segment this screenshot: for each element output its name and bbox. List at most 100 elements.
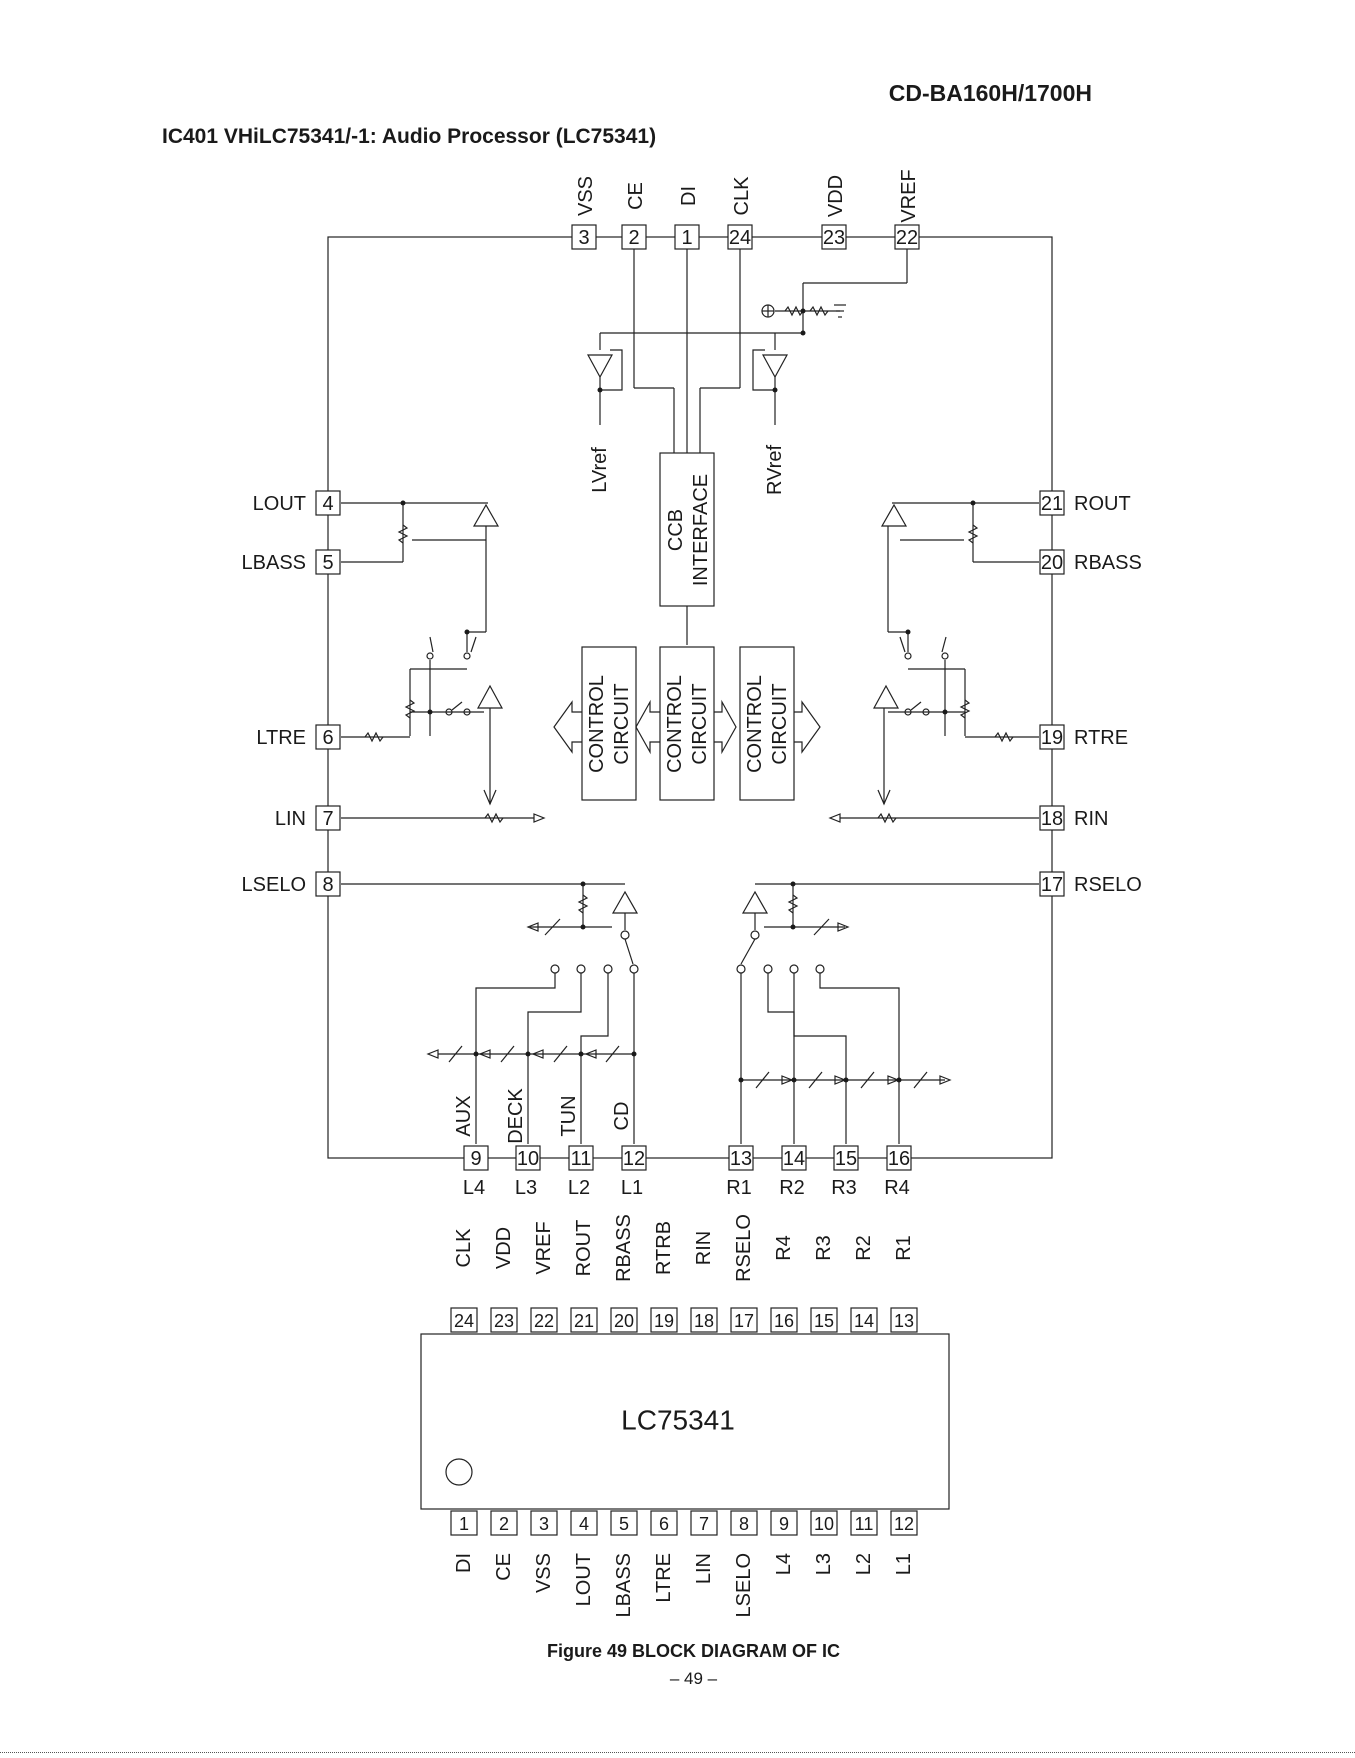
pin-number: 22 [534, 1311, 554, 1331]
package-pin-name: L4 [773, 1553, 795, 1575]
pin-name-ce: CE [625, 182, 647, 210]
pin-box-ce [490, 1510, 518, 1536]
pin-box-lselo [315, 871, 341, 897]
pin-number: 6 [322, 727, 333, 749]
pin-number: 13 [894, 1311, 914, 1331]
package-pin-name: LOUT [573, 1553, 595, 1606]
package-body [420, 1333, 950, 1510]
pin-name-r4: R4 [884, 1177, 910, 1199]
pin-number: 15 [835, 1148, 857, 1170]
pin-box-lselo [730, 1510, 758, 1536]
package-pin-name: DI [453, 1553, 475, 1573]
pin-box-r4 [770, 1307, 798, 1333]
control-circuit-block [581, 646, 637, 801]
pin-box-l2 [850, 1510, 878, 1536]
control-circuit-label: CONTROL [744, 675, 766, 773]
pin-box-r3 [810, 1307, 838, 1333]
package-name: LC75341 [621, 1405, 735, 1436]
pin-box-ce [621, 224, 647, 250]
bottom-divider [0, 1752, 1355, 1753]
pin-number: 23 [494, 1311, 514, 1331]
pin-box-rin [1039, 805, 1065, 831]
pin-box-lin [315, 805, 341, 831]
pin-box-lin [690, 1510, 718, 1536]
pin-number: 20 [1041, 552, 1063, 574]
pin-number: 9 [779, 1514, 789, 1534]
pin-box-rselo [730, 1307, 758, 1333]
control-circuit-label: CIRCUIT [769, 683, 791, 764]
pin-box-di [450, 1510, 478, 1536]
pin-number: 24 [729, 227, 751, 249]
pin-number: 24 [454, 1311, 474, 1331]
rvref-label: RVref [764, 445, 786, 495]
pin-box-r3 [833, 1145, 859, 1171]
pin-box-l1 [621, 1145, 647, 1171]
pin-name-lin: LIN [275, 808, 306, 830]
pin-name-lselo: LSELO [242, 874, 306, 896]
pin-box-l3 [515, 1145, 541, 1171]
control-circuit-block [739, 646, 795, 801]
pin-number: 6 [659, 1514, 669, 1534]
pin-number: 7 [322, 808, 333, 830]
ccb-label: INTERFACE [690, 474, 712, 586]
pin-name-vdd: VDD [825, 175, 847, 217]
pin-name-di: DI [678, 186, 700, 206]
pin-number: 13 [730, 1148, 752, 1170]
package-pin-name: CE [493, 1553, 515, 1581]
package-pin-name: LBASS [613, 1553, 635, 1617]
ic-section-title: IC401 VHiLC75341/-1: Audio Processor (LC… [162, 125, 657, 148]
pin-number: 10 [517, 1148, 539, 1170]
figure-caption: Figure 49 BLOCK DIAGRAM OF IC [546, 1641, 840, 1661]
pin-box-lbass [610, 1510, 638, 1536]
pin-number: 1 [459, 1514, 469, 1534]
pin-box-r2 [781, 1145, 807, 1171]
pin-box-vss [530, 1510, 558, 1536]
pin-box-rbass [610, 1307, 638, 1333]
pin-box-rselo [1039, 871, 1065, 897]
package-pin-name: RTRB [653, 1221, 675, 1275]
package-pin-name: RIN [693, 1231, 715, 1265]
pin-name-r2: R2 [779, 1177, 805, 1199]
pin-box-rout [1039, 490, 1065, 516]
pin-box-vdd [490, 1307, 518, 1333]
pin-name-rbass: RBASS [1074, 552, 1142, 574]
pin-box-di [674, 224, 700, 250]
package-pin-name: R4 [773, 1235, 795, 1261]
pin-name-l1: L1 [621, 1177, 643, 1199]
package-pin-name: VSS [533, 1553, 555, 1593]
lvref-label: LVref [589, 447, 611, 493]
pin-name-vref: VREF [898, 169, 920, 222]
pin-number: 3 [578, 227, 589, 249]
pin-number: 15 [814, 1311, 834, 1331]
package-pin-name: R1 [893, 1235, 915, 1261]
package-pin-name: LIN [693, 1553, 715, 1584]
pin-name-l2: L2 [568, 1177, 590, 1199]
pin1-marker-icon [445, 1458, 473, 1486]
pin-number: 7 [699, 1514, 709, 1534]
pin-number: 2 [628, 227, 639, 249]
package-pin-name: ROUT [573, 1220, 595, 1277]
source-label-tun: TUN [558, 1095, 580, 1136]
pin-number: 1 [681, 227, 692, 249]
pin-number: 18 [1041, 808, 1063, 830]
pin-box-l4 [770, 1510, 798, 1536]
control-circuit-label: CIRCUIT [689, 683, 711, 764]
pin-name-rtre: RTRE [1074, 727, 1128, 749]
pin-name-ltre: LTRE [256, 727, 306, 749]
source-label-cd: CD [611, 1102, 633, 1131]
pin-number: 14 [783, 1148, 805, 1170]
pin-number: 12 [623, 1148, 645, 1170]
pin-number: 11 [571, 1148, 592, 1170]
pin-number: 19 [1041, 727, 1063, 749]
package-pin-name: RSELO [733, 1214, 755, 1282]
pin-box-r2 [850, 1307, 878, 1333]
pin-box-clk [727, 224, 753, 250]
pin-number: 19 [654, 1311, 674, 1331]
pin-box-r4 [886, 1145, 912, 1171]
pin-number: 5 [322, 552, 333, 574]
package-pin-name: R2 [853, 1235, 875, 1261]
pin-number: 5 [619, 1514, 629, 1534]
pin-name-rout: ROUT [1074, 493, 1131, 515]
pin-box-l2 [568, 1145, 594, 1171]
control-circuit-label: CONTROL [664, 675, 686, 773]
